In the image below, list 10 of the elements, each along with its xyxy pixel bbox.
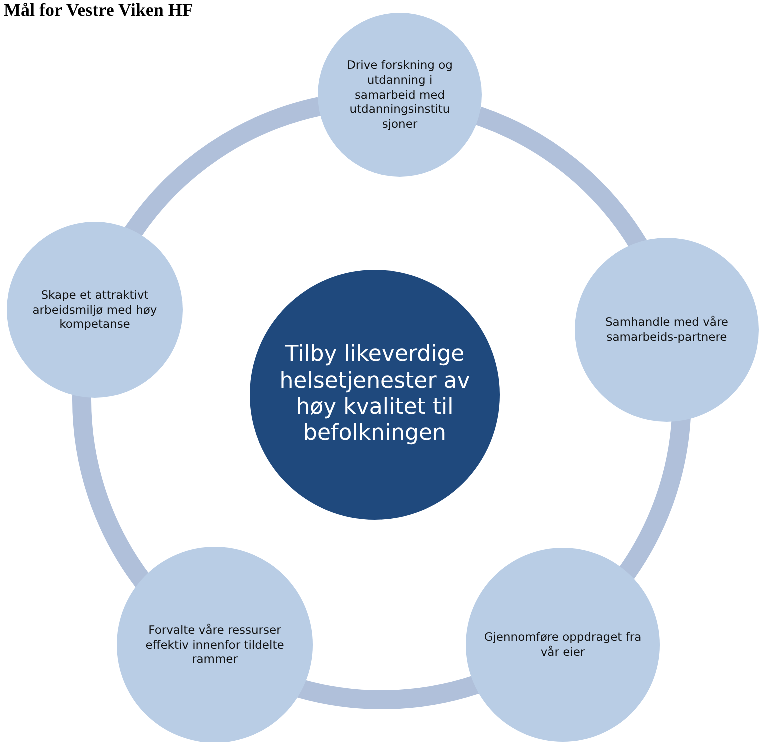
goal-text: Drive forskning og utdanning i samarbeid med utdanningsinstitu sjoner <box>346 58 454 132</box>
title: Mål for Vestre Viken HF <box>4 0 194 20</box>
ring-segment <box>72 394 152 588</box>
goal-text: Gjennomføre oppdraget fra vår eier <box>484 630 642 660</box>
goal-text: Skape et attraktivt arbeidsmiljø med høy kompetanse <box>32 288 158 332</box>
goal-text: Forvalte våre ressurser effektiv innenfor tildelte rammer <box>144 622 286 668</box>
goal-text: Samhandle med våre samarbeids-partnere <box>604 315 730 345</box>
ring-segment <box>298 676 479 710</box>
central-goal-text: Tilby likeverdige helsetjenester av høy kvalitet til befolkningen <box>278 342 472 448</box>
ring-segment <box>618 416 691 579</box>
